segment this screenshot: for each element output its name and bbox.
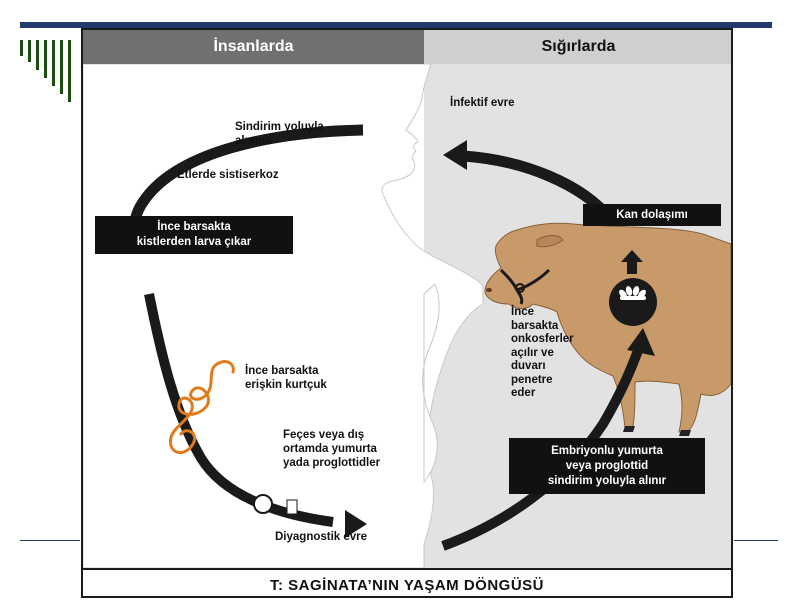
cow-illustration (484, 222, 731, 436)
label-diagnostic-stage: Diyagnostik evre (275, 531, 368, 543)
cow-nostril (486, 288, 492, 292)
label-adult-worm: İnce barsakta erişkin kurtçuk (245, 365, 327, 391)
header-cattle: Sığırlarda (424, 30, 731, 64)
cow-hoof (679, 430, 691, 436)
human-silhouette (83, 64, 484, 568)
blood-up-arrow (621, 250, 643, 274)
intestine-outline (422, 283, 440, 484)
egg-icon (253, 494, 273, 514)
cow-ear (536, 235, 564, 248)
slide-rule-right (734, 540, 778, 541)
header-humans: İnsanlarda (83, 30, 424, 64)
box-larva-from-cysts: İnce barsakta kistlerden larva çıkar (95, 216, 293, 254)
label-oncosphere-penetration: İnce barsakta onkosferler açılır ve duva… (511, 306, 574, 399)
halter-ring (515, 283, 525, 293)
intestine-circle (609, 278, 657, 326)
label-oral-intake: Sindirim yoluyla alınma (235, 121, 324, 147)
label-eggs-in-feces: Feçes veya dış ortamda yumurta yada prog… (283, 429, 381, 469)
oncosphere-cluster-icon (619, 286, 646, 300)
label-infective-stage: İnfektif evre (450, 97, 515, 109)
life-cycle-figure: İnsanlarda Sığırlarda (81, 28, 733, 598)
box-blood-circulation: Kan dolaşımı (583, 204, 721, 226)
figure-caption: T: SAGİNATA’NIN YAŞAM DÖNGÜSÜ (83, 568, 731, 596)
slide-top-bar (20, 22, 772, 28)
slide-rule-left (20, 540, 80, 541)
box-embryonated-eggs: Embriyonlu yumurta veya proglottid sindi… (509, 438, 705, 494)
label-meat-cysticercosis: Etlerde sistiserkoz (177, 169, 279, 181)
arrow-feces-head (345, 510, 367, 538)
proglottid-icon (286, 499, 298, 515)
cow-hoof (623, 426, 635, 432)
arrow-cattle-to-human-head (443, 140, 467, 170)
arrow-eggs-to-cattle-head (627, 328, 655, 356)
adult-worm-icon (168, 360, 235, 454)
arrow-intestine-to-feces (144, 293, 334, 527)
arrow-ingestion-curve (129, 124, 364, 225)
